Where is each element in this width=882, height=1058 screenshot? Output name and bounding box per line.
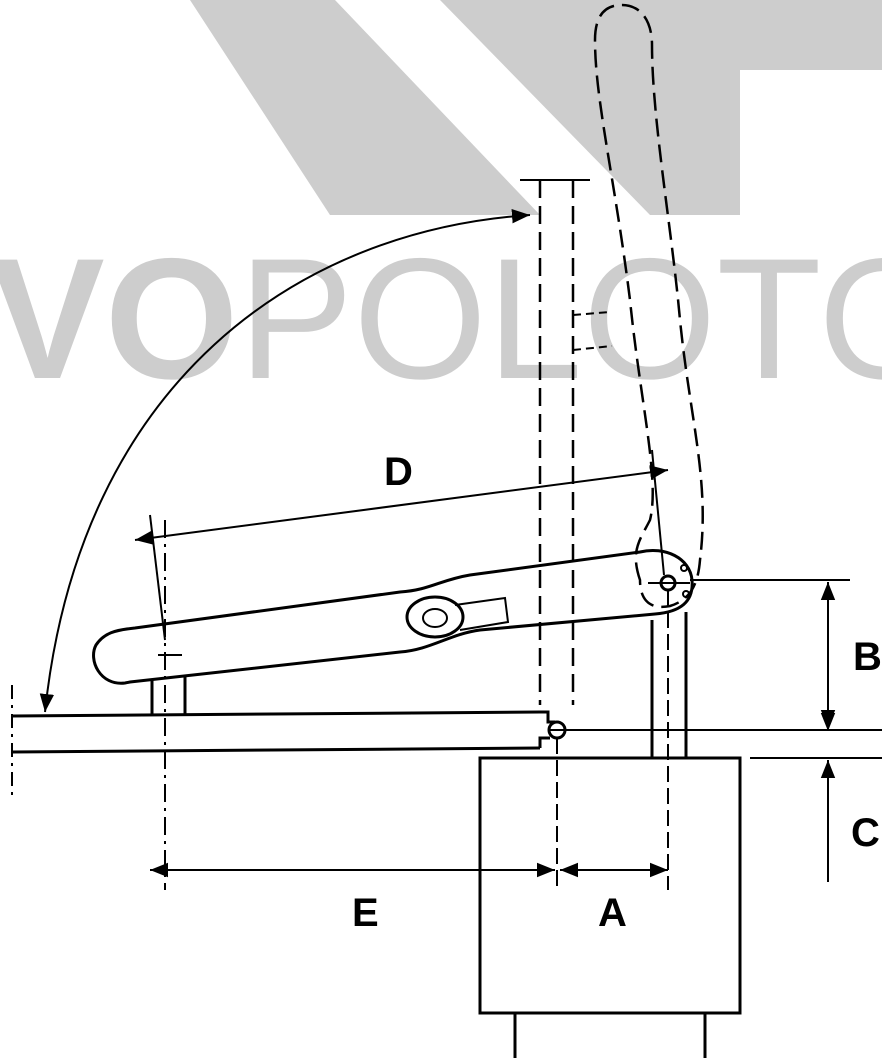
open-leaf-tick-2: [572, 345, 613, 351]
label-d: D: [384, 450, 413, 494]
dim-d-ext-right: [651, 449, 665, 576]
label-b: B: [853, 635, 882, 679]
arm-slot-hole: [422, 608, 448, 628]
watermark-bold: VO: [0, 223, 239, 415]
opener-arm-closed: [92, 549, 694, 685]
label-a: A: [598, 891, 627, 935]
watermark-shape-right: [440, 0, 882, 215]
watermark-text: VOPOLOTOVA: [0, 223, 882, 415]
gate-leaf-top-edge: [11, 710, 541, 718]
arm-pivot-hole-1: [680, 564, 688, 572]
watermark-logo: VOPOLOTOVA: [0, 0, 882, 415]
watermark-shape-left: [190, 0, 540, 215]
open-leaf-tick-1: [572, 311, 611, 316]
watermark-light: POLOTOVA: [239, 223, 882, 415]
swing-arc: [39, 208, 531, 713]
gate-leaf-bottom-edge: [11, 746, 541, 754]
arm-slot: [405, 595, 465, 639]
hinge-step-lower: [538, 736, 550, 748]
label-e: E: [352, 891, 379, 935]
pillar: [478, 756, 742, 1015]
opener-arm-open: [593, 3, 704, 609]
label-c: C: [851, 811, 880, 855]
dim-d-ext-left: [149, 514, 166, 641]
hinge-step: [540, 710, 555, 724]
